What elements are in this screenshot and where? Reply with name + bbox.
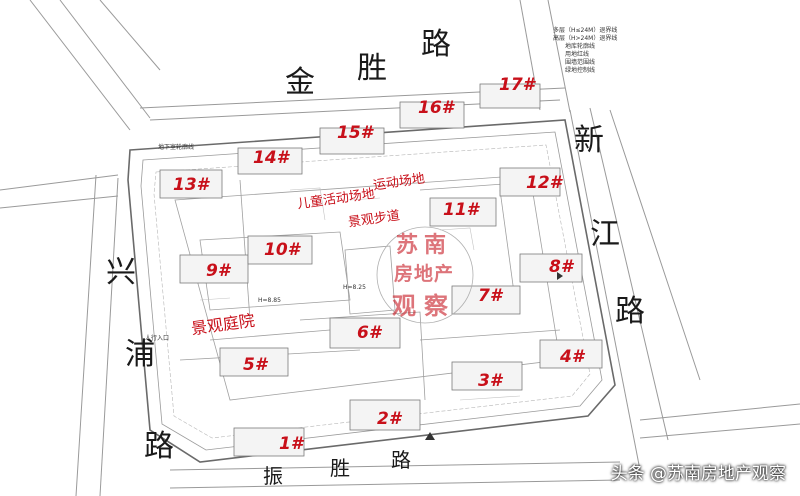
plan-legend: 多层（H≤24M）退界线 高层（H>24M）退界线 地库轮廓线 用地红线 围墙范… xyxy=(553,27,617,76)
building-label-5: 5# xyxy=(243,355,267,375)
watermark-line-3: 观察 xyxy=(392,292,456,320)
road-name-south-2: 胜 xyxy=(330,456,350,480)
building-label-3: 3# xyxy=(478,371,502,391)
legend-line-1: 多层（H≤24M）退界线 xyxy=(553,27,618,34)
road-name-west-1: 兴 xyxy=(106,255,136,290)
road-name-west-3: 路 xyxy=(144,429,174,464)
legend-line-3: 地库轮廓线 xyxy=(565,43,596,51)
building-label-14: 14# xyxy=(253,148,289,168)
legend-line-6: 绿地控制线 xyxy=(565,67,596,75)
legend-line-2: 高层（H>24M）退界线 xyxy=(553,35,618,43)
road-name-east-2: 江 xyxy=(590,217,620,252)
building-label-2: 2# xyxy=(377,409,401,429)
building-label-1: 1# xyxy=(279,434,303,454)
road-name-north-2: 胜 xyxy=(357,51,387,86)
building-label-16: 16# xyxy=(418,98,454,118)
building-label-17: 17# xyxy=(499,75,535,95)
basement-outline-note: 地下室轮廓线 xyxy=(158,144,195,151)
road-name-south-3: 路 xyxy=(391,448,411,472)
pedestrian-entrance-note: 人行入口 xyxy=(145,335,170,342)
building-label-13: 13# xyxy=(173,175,209,195)
legend-line-4: 用地红线 xyxy=(565,51,590,59)
building-label-10: 10# xyxy=(264,240,300,260)
site-boundary xyxy=(127,119,616,463)
building-label-12: 12# xyxy=(526,173,562,193)
building-label-4: 4# xyxy=(560,347,584,367)
legend-line-5: 围墙范围线 xyxy=(565,59,596,67)
building-label-7: 7# xyxy=(478,286,502,306)
road-name-south-1: 振 xyxy=(263,464,283,488)
watermark-seal: 苏南 房地产 观察 xyxy=(386,233,462,320)
building-label-9: 9# xyxy=(206,261,230,281)
road-name-east-1: 新 xyxy=(574,123,604,158)
building-label-6: 6# xyxy=(357,323,381,343)
height-note-a: H=8.25 xyxy=(343,284,366,291)
road-name-north-3: 路 xyxy=(421,27,451,62)
building-label-8: 8# xyxy=(549,257,573,277)
building-label-11: 11# xyxy=(443,200,479,220)
road-name-east-3: 路 xyxy=(615,294,645,329)
source-credit: 头条 @苏南房地产观察 xyxy=(610,464,786,484)
watermark-line-2: 房地产 xyxy=(393,263,454,285)
watermark-line-1: 苏南 xyxy=(395,233,452,258)
height-note-b: H=8.85 xyxy=(258,297,281,304)
road-name-north-1: 金 xyxy=(285,65,315,100)
building-label-15: 15# xyxy=(337,123,373,143)
road-name-west-2: 浦 xyxy=(125,337,155,372)
